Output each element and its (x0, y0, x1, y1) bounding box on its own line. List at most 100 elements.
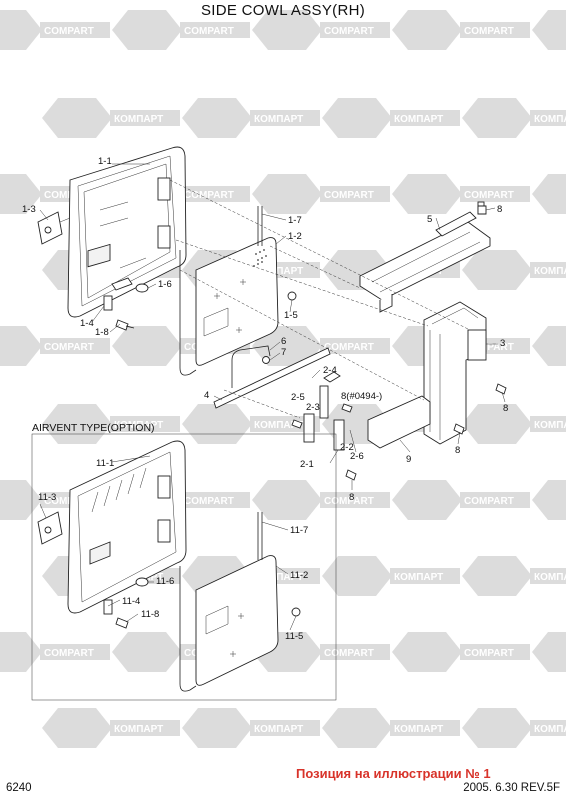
callout-8-top: 8 (497, 204, 502, 215)
callout-2-4: 2-4 (323, 365, 337, 376)
watermark-logo: COMPART (0, 326, 110, 366)
rod-11-7 (179, 512, 263, 692)
watermark-text: COMPART (464, 648, 514, 659)
latch-1-3 (37, 211, 71, 245)
watermark-logo: COMPART (532, 632, 566, 672)
watermark-logo: COMPART (392, 174, 530, 214)
callout-6: 6 (281, 336, 286, 347)
side-panel-11-2 (195, 555, 279, 686)
watermark-text: COMPART (324, 496, 374, 507)
watermark-logo: КОМПАРТ (462, 98, 566, 138)
watermark-text: COMPART (324, 342, 374, 353)
callout-1-1: 1-1 (98, 156, 112, 167)
watermark-logo: COMPART (0, 10, 110, 50)
watermark-text: COMPART (324, 648, 374, 659)
leader-lines (39, 163, 506, 631)
callout-11-7: 11-7 (290, 525, 308, 536)
watermark-logo: COMPART (392, 632, 530, 672)
side-panel-1-2 (195, 237, 279, 366)
watermark-text: COMPART (184, 190, 234, 201)
watermark-logo: КОМПАРТ (182, 98, 320, 138)
watermark-logo: COMPART (112, 10, 250, 50)
watermark-text: КОМПАРТ (534, 724, 566, 735)
watermark-text: КОМПАРТ (394, 572, 443, 583)
watermark-logo: КОМПАРТ (462, 404, 566, 444)
watermark-logo: COMPART (252, 10, 390, 50)
callout-1-7: 1-7 (288, 215, 302, 226)
door-frame-11-1 (67, 440, 187, 615)
bolt-11-8 (115, 617, 129, 629)
door-frame-1-1 (67, 146, 187, 318)
watermark-text: КОМПАРТ (254, 114, 303, 125)
callout-1-3: 1-3 (22, 204, 36, 215)
watermark-text: COMPART (44, 496, 94, 507)
callout-2-1: 2-1 (300, 459, 314, 470)
callout-labels: 1-1 1-3 1-7 1-2 1-6 1-5 1-4 1-8 6 7 4 2-… (22, 156, 508, 642)
watermark-logo: COMPART (532, 480, 566, 520)
rod-6 (231, 345, 271, 388)
strip-4 (213, 347, 331, 409)
lower-assembly (37, 440, 301, 692)
callout-8-lower: 8 (455, 445, 460, 456)
callout-2-6: 2-6 (350, 451, 364, 462)
callout-7: 7 (281, 347, 286, 358)
callout-1-8: 1-8 (95, 327, 109, 338)
watermark-logo: КОМПАРТ (322, 708, 460, 748)
watermark-text: КОМПАРТ (254, 266, 303, 277)
watermark-logo: COMPART (252, 174, 390, 214)
callout-11-5: 11-5 (285, 631, 303, 642)
watermark-logo: КОМПАРТ (182, 708, 320, 748)
watermark-text: COMPART (184, 496, 234, 507)
watermark-logo: COMPART (532, 10, 566, 50)
page-title: SIDE COWL ASSY(RH) (200, 2, 366, 19)
watermark-text: КОМПАРТ (114, 724, 163, 735)
watermark-text: COMPART (464, 342, 514, 353)
callout-8-hinge: 8 (349, 492, 354, 503)
watermark-layer: COMPARTCOMPARTCOMPARTCOMPARTCOMPARTКОМПА… (0, 10, 566, 748)
watermark-text: КОМПАРТ (254, 572, 303, 583)
watermark-text: COMPART (184, 26, 234, 37)
callout-11-3: 11-3 (38, 492, 56, 503)
cap-1-5 (287, 291, 297, 301)
watermark-logo: КОМПАРТ (322, 98, 460, 138)
bumper-1-6 (135, 283, 149, 293)
watermark-logo: COMPART (532, 174, 566, 214)
bolt-8-right (495, 383, 507, 395)
watermark-text: КОМПАРТ (534, 572, 566, 583)
cap-11-5 (291, 607, 301, 617)
watermark-text: КОМПАРТ (114, 114, 163, 125)
watermark-text: КОМПАРТ (254, 724, 303, 735)
callout-2-2: 2-2 (340, 442, 354, 453)
watermark-text: COMPART (464, 190, 514, 201)
watermark-text: COMPART (44, 342, 94, 353)
bracket-9 (367, 395, 431, 449)
watermark-logo: КОМПАРТ (42, 98, 180, 138)
watermark-logo: КОМПАРТ (462, 556, 566, 596)
watermark-text: КОМПАРТ (394, 114, 443, 125)
watermark-logo: COMPART (392, 10, 530, 50)
bracket-3 (423, 301, 487, 445)
watermark-logo: COMPART (252, 326, 390, 366)
callout-5: 5 (427, 214, 432, 225)
callout-1-4: 1-4 (80, 318, 94, 329)
position-note: Позиция на иллюстрации № 1 (296, 766, 491, 781)
watermark-text: COMPART (44, 648, 94, 659)
callout-11-6: 11-6 (156, 576, 174, 587)
callout-4: 4 (204, 390, 209, 401)
hinge-assembly-2 (291, 371, 353, 451)
grommet-7 (262, 356, 270, 364)
watermark-text: COMPART (324, 190, 374, 201)
watermark-logo: COMPART (0, 632, 110, 672)
watermark-logo: КОМПАРТ (462, 708, 566, 748)
watermark-logo: COMPART (532, 326, 566, 366)
callout-2-5: 2-5 (291, 392, 305, 403)
watermark-text: КОМПАРТ (114, 420, 163, 431)
watermark-text: КОМПАРТ (254, 420, 303, 431)
callout-8-0494: 8(#0494-) (341, 391, 382, 402)
latch-11-3 (37, 511, 63, 545)
bolt-8-lower (453, 423, 465, 435)
watermark-text: COMPART (464, 496, 514, 507)
bolt-1-8 (115, 319, 135, 331)
